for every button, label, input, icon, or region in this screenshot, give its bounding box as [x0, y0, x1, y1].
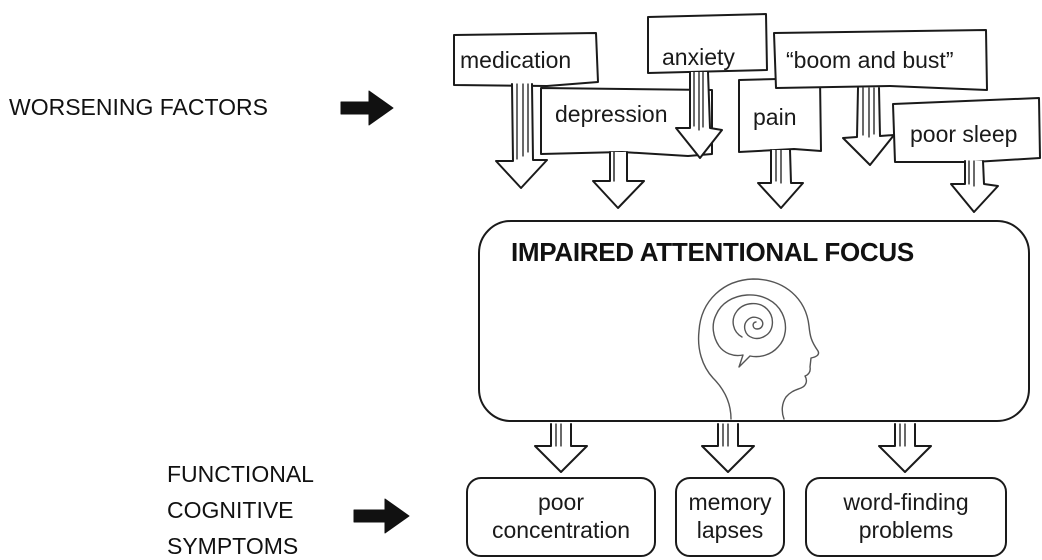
factor-label-poor-sleep: poor sleep: [910, 121, 1018, 147]
symptom-memory-line2: lapses: [696, 517, 764, 543]
symptom-label-word-finding: word-finding problems: [806, 488, 1006, 544]
arrow-to-concentration: [534, 423, 588, 473]
factor-box-depression: [540, 87, 713, 157]
factor-label-depression: depression: [555, 101, 668, 127]
functional-heading-line1: FUNCTIONAL: [167, 461, 314, 487]
symptom-concentration-line1: poor: [537, 489, 585, 515]
arrow-anxiety: [675, 71, 723, 159]
symptom-word-line2: problems: [858, 517, 954, 543]
symptom-box-concentration: [466, 477, 656, 557]
arrow-to-word-finding: [878, 423, 932, 473]
arrow-pain: [757, 149, 804, 209]
arrow-medication: [495, 83, 548, 189]
arrow-boom-and-bust: [842, 87, 895, 166]
factor-box-medication: [453, 32, 599, 87]
symptom-label-memory: memory lapses: [676, 488, 784, 544]
factor-box-anxiety: [647, 13, 768, 74]
functional-heading-line3: SYMPTOMS: [167, 533, 299, 559]
factor-label-boom-and-bust: “boom and bust”: [786, 47, 954, 73]
head-spiral-icon: [697, 278, 820, 420]
symptom-label-concentration: poor concentration: [467, 488, 655, 544]
factor-label-anxiety: anxiety: [662, 44, 735, 70]
functional-heading-line2: COGNITIVE: [167, 497, 294, 523]
arrow-poor-sleep: [950, 160, 999, 213]
arrow-depression: [592, 151, 645, 209]
worsening-factors-heading: WORSENING FACTORS: [9, 94, 268, 120]
worsening-arrow: [340, 90, 394, 126]
factor-box-boom-and-bust: [773, 29, 988, 91]
impaired-focus-title: IMPAIRED ATTENTIONAL FOCUS: [511, 237, 914, 267]
symptom-concentration-line2: concentration: [491, 517, 631, 543]
factor-label-medication: medication: [460, 47, 572, 73]
symptom-box-word-finding: [805, 477, 1007, 557]
symptom-box-memory: [675, 477, 785, 557]
factor-label-pain: pain: [753, 104, 797, 130]
functional-arrow: [353, 498, 410, 534]
factor-box-poor-sleep: [892, 97, 1041, 163]
symptom-word-line1: word-finding: [843, 489, 969, 515]
arrow-to-memory: [701, 423, 755, 473]
symptom-memory-line1: memory: [688, 489, 772, 515]
